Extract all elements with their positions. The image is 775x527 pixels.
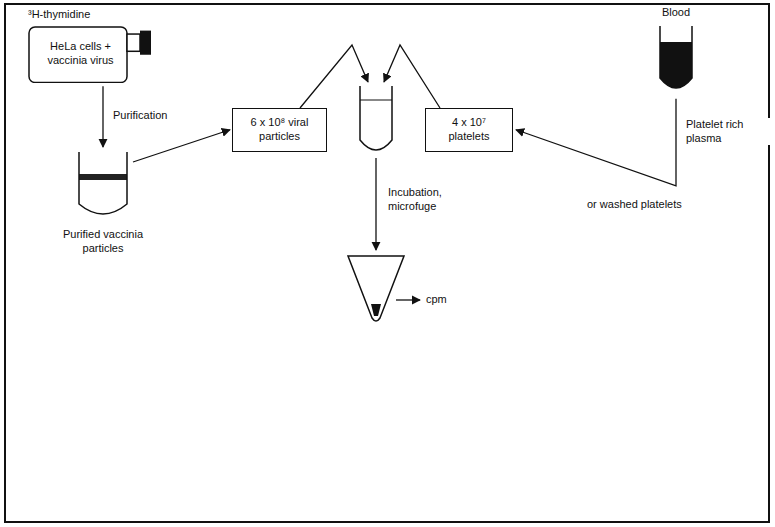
merge-line	[300, 45, 368, 108]
blood-tube	[656, 24, 696, 96]
annotation-label: Incubation, microfuge	[386, 186, 462, 214]
blood-node: Blood	[645, 6, 707, 96]
process-box: 4 x 10⁷ platelets	[425, 108, 513, 152]
count-arrow	[396, 299, 420, 300]
annotation-label: cpm	[424, 293, 449, 307]
liquid-level	[360, 100, 392, 101]
edge-label: Purification	[111, 109, 169, 123]
process-box: 6 x 10⁸ viral particles	[232, 108, 327, 152]
microfuge-tube	[348, 256, 404, 321]
gradient-tube	[75, 150, 131, 222]
flask-label: HeLa cells + vaccinia virus	[28, 26, 153, 84]
process-arrow	[375, 158, 376, 250]
incubation-tube	[360, 86, 392, 150]
tube-label: Blood	[645, 6, 707, 20]
pellet	[371, 304, 381, 316]
tube-node: Purified vaccinia particles	[48, 150, 158, 256]
flow-arrow	[133, 130, 230, 162]
box-label: 4 x 10⁷ platelets	[434, 116, 504, 144]
flow-arrow	[516, 99, 676, 186]
culture-flask: HeLa cells + vaccinia virus	[28, 26, 153, 84]
annotation-label: or washed platelets	[585, 198, 684, 212]
flask-node: ³H-thymidineHeLa cells + vaccinia virus	[28, 8, 153, 83]
flow-arrow	[102, 86, 103, 147]
label-heading: ³H-thymidine	[28, 8, 153, 22]
edge-label: Platelet rich plasma	[684, 118, 770, 146]
box-label: 6 x 10⁸ viral particles	[241, 116, 318, 144]
tube-caption: Purified vaccinia particles	[48, 228, 158, 256]
figure-border	[5, 4, 769, 522]
